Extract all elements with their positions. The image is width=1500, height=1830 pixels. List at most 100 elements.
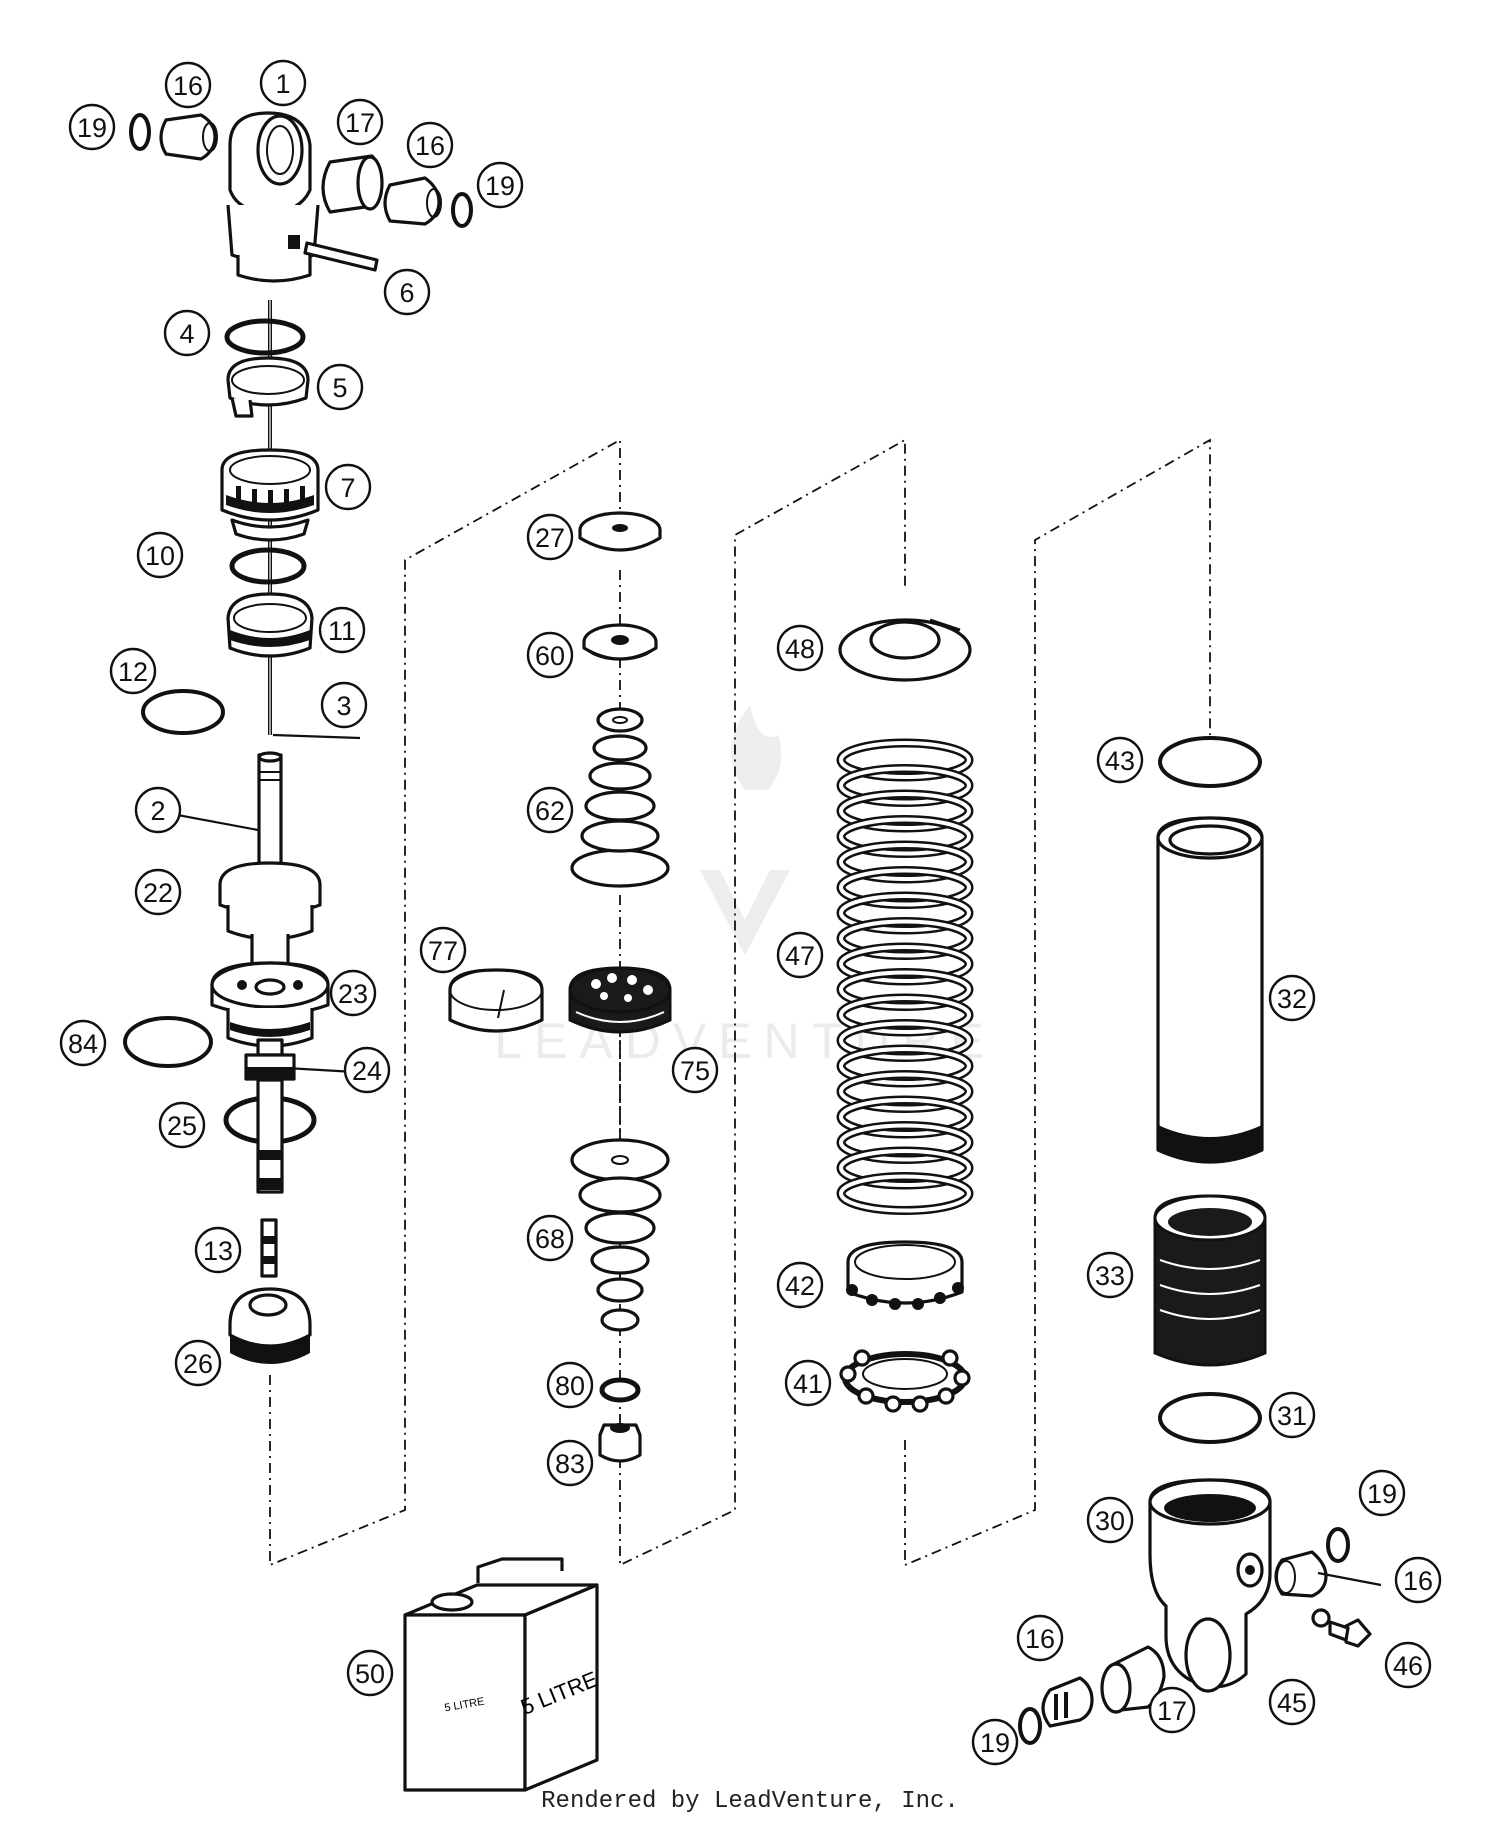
bump-stop-part-23[interactable] (210, 961, 330, 1048)
callout-c2[interactable]: 2 (134, 786, 182, 834)
washer-part-27[interactable] (578, 511, 662, 552)
callout-circle (526, 631, 574, 679)
callout-c25[interactable]: 25 (158, 1101, 206, 1149)
callout-c62[interactable]: 62 (526, 786, 574, 834)
o-ring-part-19-right[interactable] (451, 192, 473, 228)
callout-c12[interactable]: 12 (109, 647, 157, 695)
callout-c16a[interactable]: 16 (164, 61, 212, 109)
lower-mount-part-30[interactable] (1148, 1478, 1272, 1693)
callout-c4[interactable]: 4 (163, 309, 211, 357)
callout-c19b[interactable]: 19 (476, 161, 524, 209)
o-ring-part-19-lower-right[interactable] (1326, 1527, 1350, 1563)
callout-c1[interactable]: 1 (259, 59, 307, 107)
callout-circle (346, 1649, 394, 1697)
o-ring-part-84[interactable] (123, 1016, 213, 1068)
callout-circle (336, 98, 384, 146)
callout-c48[interactable]: 48 (776, 624, 824, 672)
callout-c60[interactable]: 60 (526, 631, 574, 679)
callout-circle (1086, 1251, 1134, 1299)
piston-rod-part-2[interactable] (257, 751, 283, 887)
piston-part-75[interactable] (568, 966, 672, 1034)
o-ring-part-10[interactable] (229, 547, 307, 585)
callout-c19c[interactable]: 19 (1358, 1469, 1406, 1517)
washer-part-80[interactable] (599, 1377, 641, 1403)
adjuster-nut-part-7[interactable] (220, 448, 320, 542)
callout-c24[interactable]: 24 (343, 1046, 391, 1094)
lock-nut-part-41[interactable] (839, 1349, 971, 1413)
callout-number: 4 (179, 319, 194, 349)
callout-c50[interactable]: 50 (346, 1649, 394, 1697)
callout-c43[interactable]: 43 (1096, 736, 1144, 784)
callout-c7[interactable]: 7 (324, 463, 372, 511)
oil-can-part-50[interactable]: 5 LITRE 5 LITRE (403, 1557, 601, 1792)
callout-c5[interactable]: 5 (316, 363, 364, 411)
callout-c19a[interactable]: 19 (68, 103, 116, 151)
callout-c47[interactable]: 47 (776, 931, 824, 979)
callout-c10[interactable]: 10 (136, 531, 184, 579)
bolt-part-46[interactable] (1328, 1618, 1372, 1648)
callout-c17b[interactable]: 17 (1148, 1686, 1196, 1734)
callout-c23[interactable]: 23 (329, 969, 377, 1017)
callout-c22[interactable]: 22 (134, 868, 182, 916)
valve-part-13[interactable] (260, 1218, 278, 1278)
callout-c26[interactable]: 26 (174, 1339, 222, 1387)
callout-c16b[interactable]: 16 (406, 121, 454, 169)
o-ring-part-45[interactable] (1311, 1608, 1331, 1628)
callout-c41[interactable]: 41 (784, 1359, 832, 1407)
clip-part-5[interactable] (226, 356, 310, 418)
shock-body-part-32[interactable] (1156, 816, 1264, 1164)
nut-part-83[interactable] (598, 1423, 642, 1463)
shim-stack-part-68[interactable] (570, 1138, 670, 1332)
shock-top-eye-part-1[interactable] (226, 111, 320, 283)
adjuster-ring-part-33[interactable] (1153, 1194, 1267, 1367)
callout-number: 25 (167, 1111, 197, 1141)
seal-head-part-22[interactable] (218, 861, 322, 966)
spring-clip-part-11[interactable] (226, 592, 314, 658)
callout-c31[interactable]: 31 (1268, 1391, 1316, 1439)
callout-c45[interactable]: 45 (1268, 1678, 1316, 1726)
callout-circle (1148, 1686, 1196, 1734)
pin-part-6[interactable] (303, 241, 379, 272)
callout-c42[interactable]: 42 (776, 1261, 824, 1309)
shim-stack-part-62[interactable] (570, 707, 670, 888)
callout-c6[interactable]: 6 (383, 268, 431, 316)
callout-c13[interactable]: 13 (194, 1226, 242, 1274)
o-ring-part-31[interactable] (1158, 1392, 1262, 1444)
spring-retainer-part-48[interactable] (838, 618, 972, 682)
ring-part-4[interactable] (224, 318, 306, 356)
bushing-part-16-right[interactable] (383, 176, 442, 226)
callout-c11[interactable]: 11 (318, 606, 366, 654)
washer-part-60[interactable] (582, 623, 658, 661)
callout-c32[interactable]: 32 (1268, 974, 1316, 1022)
circlip-part-43[interactable] (1158, 736, 1262, 788)
callout-c30[interactable]: 30 (1086, 1496, 1134, 1544)
bearing-part-17-top[interactable] (321, 154, 384, 214)
piston-band-part-77[interactable] (448, 968, 544, 1033)
bushing-part-16-lower-right[interactable] (1274, 1550, 1328, 1598)
rod-end-part-24[interactable] (244, 1038, 296, 1081)
spring-seat-part-42[interactable] (846, 1240, 964, 1310)
callout-c3[interactable]: 3 (320, 681, 368, 729)
o-ring-part-19-lower-left[interactable] (1018, 1707, 1042, 1745)
callout-c83[interactable]: 83 (546, 1439, 594, 1487)
callout-c80[interactable]: 80 (546, 1361, 594, 1409)
callout-c16d[interactable]: 16 (1016, 1614, 1064, 1662)
callout-c46[interactable]: 46 (1384, 1641, 1432, 1689)
spring-part-47[interactable] (836, 738, 974, 1215)
callout-c84[interactable]: 84 (59, 1019, 107, 1067)
callout-c27[interactable]: 27 (526, 513, 574, 561)
circlip-part-12[interactable] (141, 689, 225, 735)
callout-c75[interactable]: 75 (671, 1046, 719, 1094)
bushing-part-16-left[interactable] (159, 113, 218, 161)
cap-part-26[interactable] (228, 1287, 312, 1364)
callout-c19d[interactable]: 19 (971, 1718, 1019, 1766)
callout-circle (1268, 974, 1316, 1022)
callout-c77[interactable]: 77 (419, 926, 467, 974)
callout-c16c[interactable]: 16 (1394, 1556, 1442, 1604)
bushing-part-16-lower-left[interactable] (1041, 1676, 1094, 1728)
callout-number: 1 (275, 69, 290, 99)
callout-c33[interactable]: 33 (1086, 1251, 1134, 1299)
callout-c17a[interactable]: 17 (336, 98, 384, 146)
callout-c68[interactable]: 68 (526, 1214, 574, 1262)
o-ring-part-19-left[interactable] (129, 113, 151, 151)
